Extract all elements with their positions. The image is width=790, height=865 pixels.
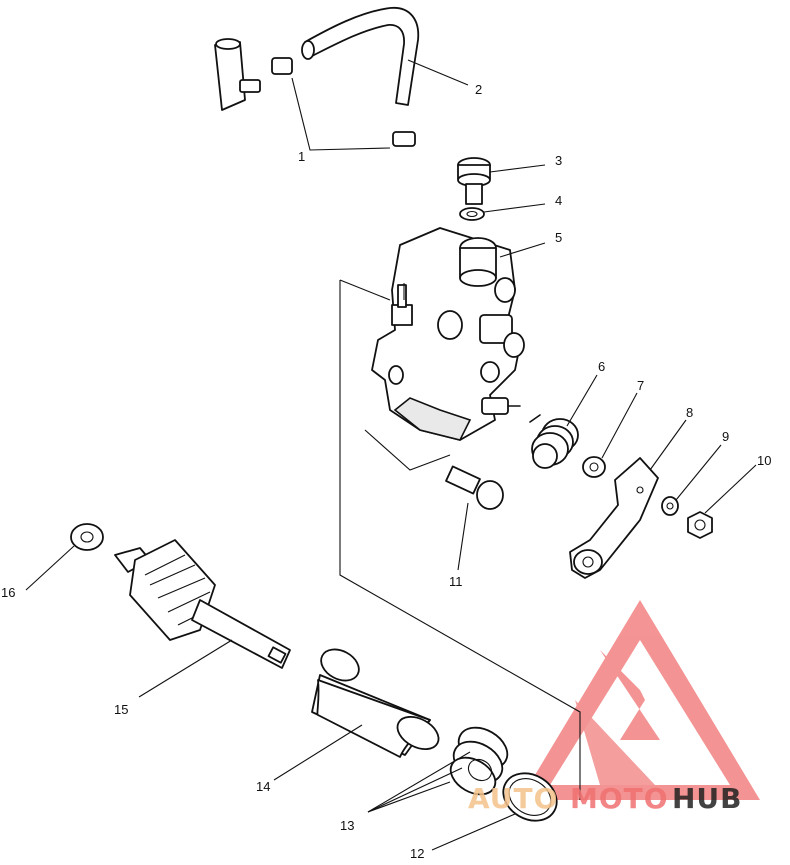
nut-10: [687, 511, 713, 539]
mounting-bolt: [445, 465, 504, 510]
washer-4: [459, 207, 485, 221]
label-7: 7: [637, 378, 644, 393]
assembly-boundary-lines: [339, 279, 581, 800]
label-2: 2: [475, 82, 482, 97]
label-5: 5: [555, 230, 562, 245]
label-13: 13: [340, 818, 354, 833]
washer-16: [70, 523, 104, 551]
label-14: 14: [256, 779, 270, 794]
watermark-auto: AUTO: [468, 782, 558, 815]
watermark-moto: MOTO: [570, 782, 669, 815]
label-15: 15: [114, 702, 128, 717]
label-1: 1: [298, 149, 305, 164]
label-12: 12: [410, 846, 424, 861]
oil-hose: [301, 7, 420, 106]
watermark-text: AUTO MOTO HUB: [468, 782, 743, 815]
pump-sleeve: [311, 648, 440, 758]
banjo-bolt: [457, 157, 491, 205]
shaft-seals: [449, 726, 509, 796]
pump-drive-shaft: [114, 539, 291, 669]
label-9: 9: [722, 429, 729, 444]
hose-clamps: [214, 38, 416, 147]
label-16: 16: [1, 585, 15, 600]
label-3: 3: [555, 153, 562, 168]
pump-control-lever: [569, 457, 659, 579]
watermark-logo: [520, 600, 760, 800]
o-ring: [502, 772, 558, 822]
watermark-hub: HUB: [672, 782, 743, 815]
label-10: 10: [757, 453, 771, 468]
label-6: 6: [598, 359, 605, 374]
label-4: 4: [555, 193, 562, 208]
return-spring: [529, 414, 579, 469]
label-8: 8: [686, 405, 693, 420]
callout-labels: 1 2 3 4 5 6 7 8 9 10 11 12 13 14 15 16: [1, 82, 771, 861]
leader-lines: [25, 59, 757, 851]
label-11: 11: [449, 574, 463, 589]
oil-pump-body: [371, 227, 525, 441]
washer-7: [582, 456, 606, 478]
lock-washer-9: [661, 496, 679, 516]
